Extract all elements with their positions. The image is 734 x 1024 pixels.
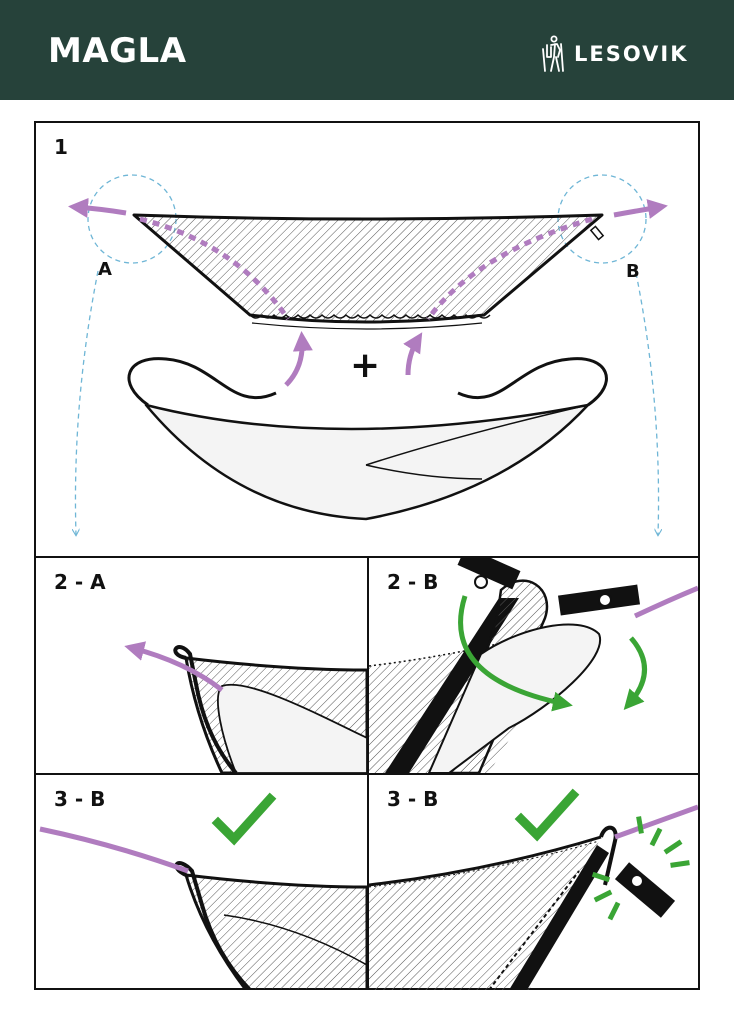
hammock-loop-right xyxy=(457,357,608,407)
snap-button-2b-2 xyxy=(598,593,612,607)
check-mark-icon xyxy=(211,792,277,846)
connect-arrow-left xyxy=(284,331,313,387)
net-fabric-3b-left xyxy=(183,873,367,990)
pull-arrow-2a xyxy=(124,641,224,692)
corner-loop-3b-right xyxy=(599,825,618,886)
step-3b-left-illustration xyxy=(39,792,367,990)
suspension-rope-3b-left xyxy=(39,826,189,874)
product-title: MAGLA xyxy=(48,31,187,71)
corner-loop-2a xyxy=(173,645,238,773)
rotate-arrow-right-2b xyxy=(623,636,647,711)
hammock-strap-2b xyxy=(385,598,519,773)
panel-step-2a: 2 - A xyxy=(36,558,367,773)
suspension-rope-3b-right xyxy=(614,804,698,840)
step-label: 2 - B xyxy=(387,570,439,594)
step-label: 1 xyxy=(54,135,68,159)
route-dashed-left xyxy=(139,216,291,321)
zipper-tab xyxy=(589,225,605,241)
divider-vertical xyxy=(367,556,369,990)
route-dashed-right xyxy=(425,216,593,321)
hammock-loop-left xyxy=(127,357,277,407)
panel-step-3b-right: 3 - B xyxy=(369,775,698,990)
panel-step-1: 1 A B + xyxy=(36,123,698,556)
step-1-illustration xyxy=(68,174,668,556)
header-bar: MAGLA LESOVIK xyxy=(0,0,734,100)
click-indicator-icon xyxy=(591,816,690,921)
step-label: 3 - B xyxy=(387,787,439,811)
connect-arrow-right xyxy=(403,332,423,376)
step-2b-illustration xyxy=(369,558,698,773)
check-mark-icon xyxy=(514,788,580,842)
join-plus-symbol: + xyxy=(350,345,381,386)
step-2a-illustration xyxy=(124,641,367,773)
guide-arrow-right xyxy=(635,272,659,535)
pull-arrow-right xyxy=(613,199,668,219)
panel-step-3b-left: 3 - B xyxy=(36,775,367,990)
hammock-strap-3b-right xyxy=(509,845,609,990)
step-3b-right-illustration xyxy=(369,788,698,990)
snap-button-2b-1 xyxy=(474,575,488,589)
step-label: 3 - B xyxy=(54,787,106,811)
step-label: 2 - A xyxy=(54,570,106,594)
hammock-fabric-2a xyxy=(217,683,367,773)
tension-strap-2b xyxy=(457,558,521,590)
hammock-fabric-2b xyxy=(427,623,602,773)
hiker-logo-icon xyxy=(542,35,564,72)
point-label-a: A xyxy=(98,259,112,280)
instruction-frame: 1 A B + 2 - A xyxy=(34,121,700,990)
snap-button-3b-right xyxy=(630,874,644,888)
hammock-body xyxy=(144,403,590,521)
bug-net xyxy=(132,213,604,324)
suspension-rope-2b xyxy=(633,585,698,619)
tension-strap-3b-right xyxy=(614,862,676,918)
brand-name: LESOVIK xyxy=(574,42,689,66)
guide-arrow-left xyxy=(75,270,99,535)
pull-arrow-left xyxy=(68,197,127,218)
point-label-b: B xyxy=(626,261,640,282)
panel-step-2b: 2 - B xyxy=(369,558,698,773)
rotate-arrow-left-2b xyxy=(458,595,573,712)
brand-logo: LESOVIK xyxy=(538,34,688,74)
